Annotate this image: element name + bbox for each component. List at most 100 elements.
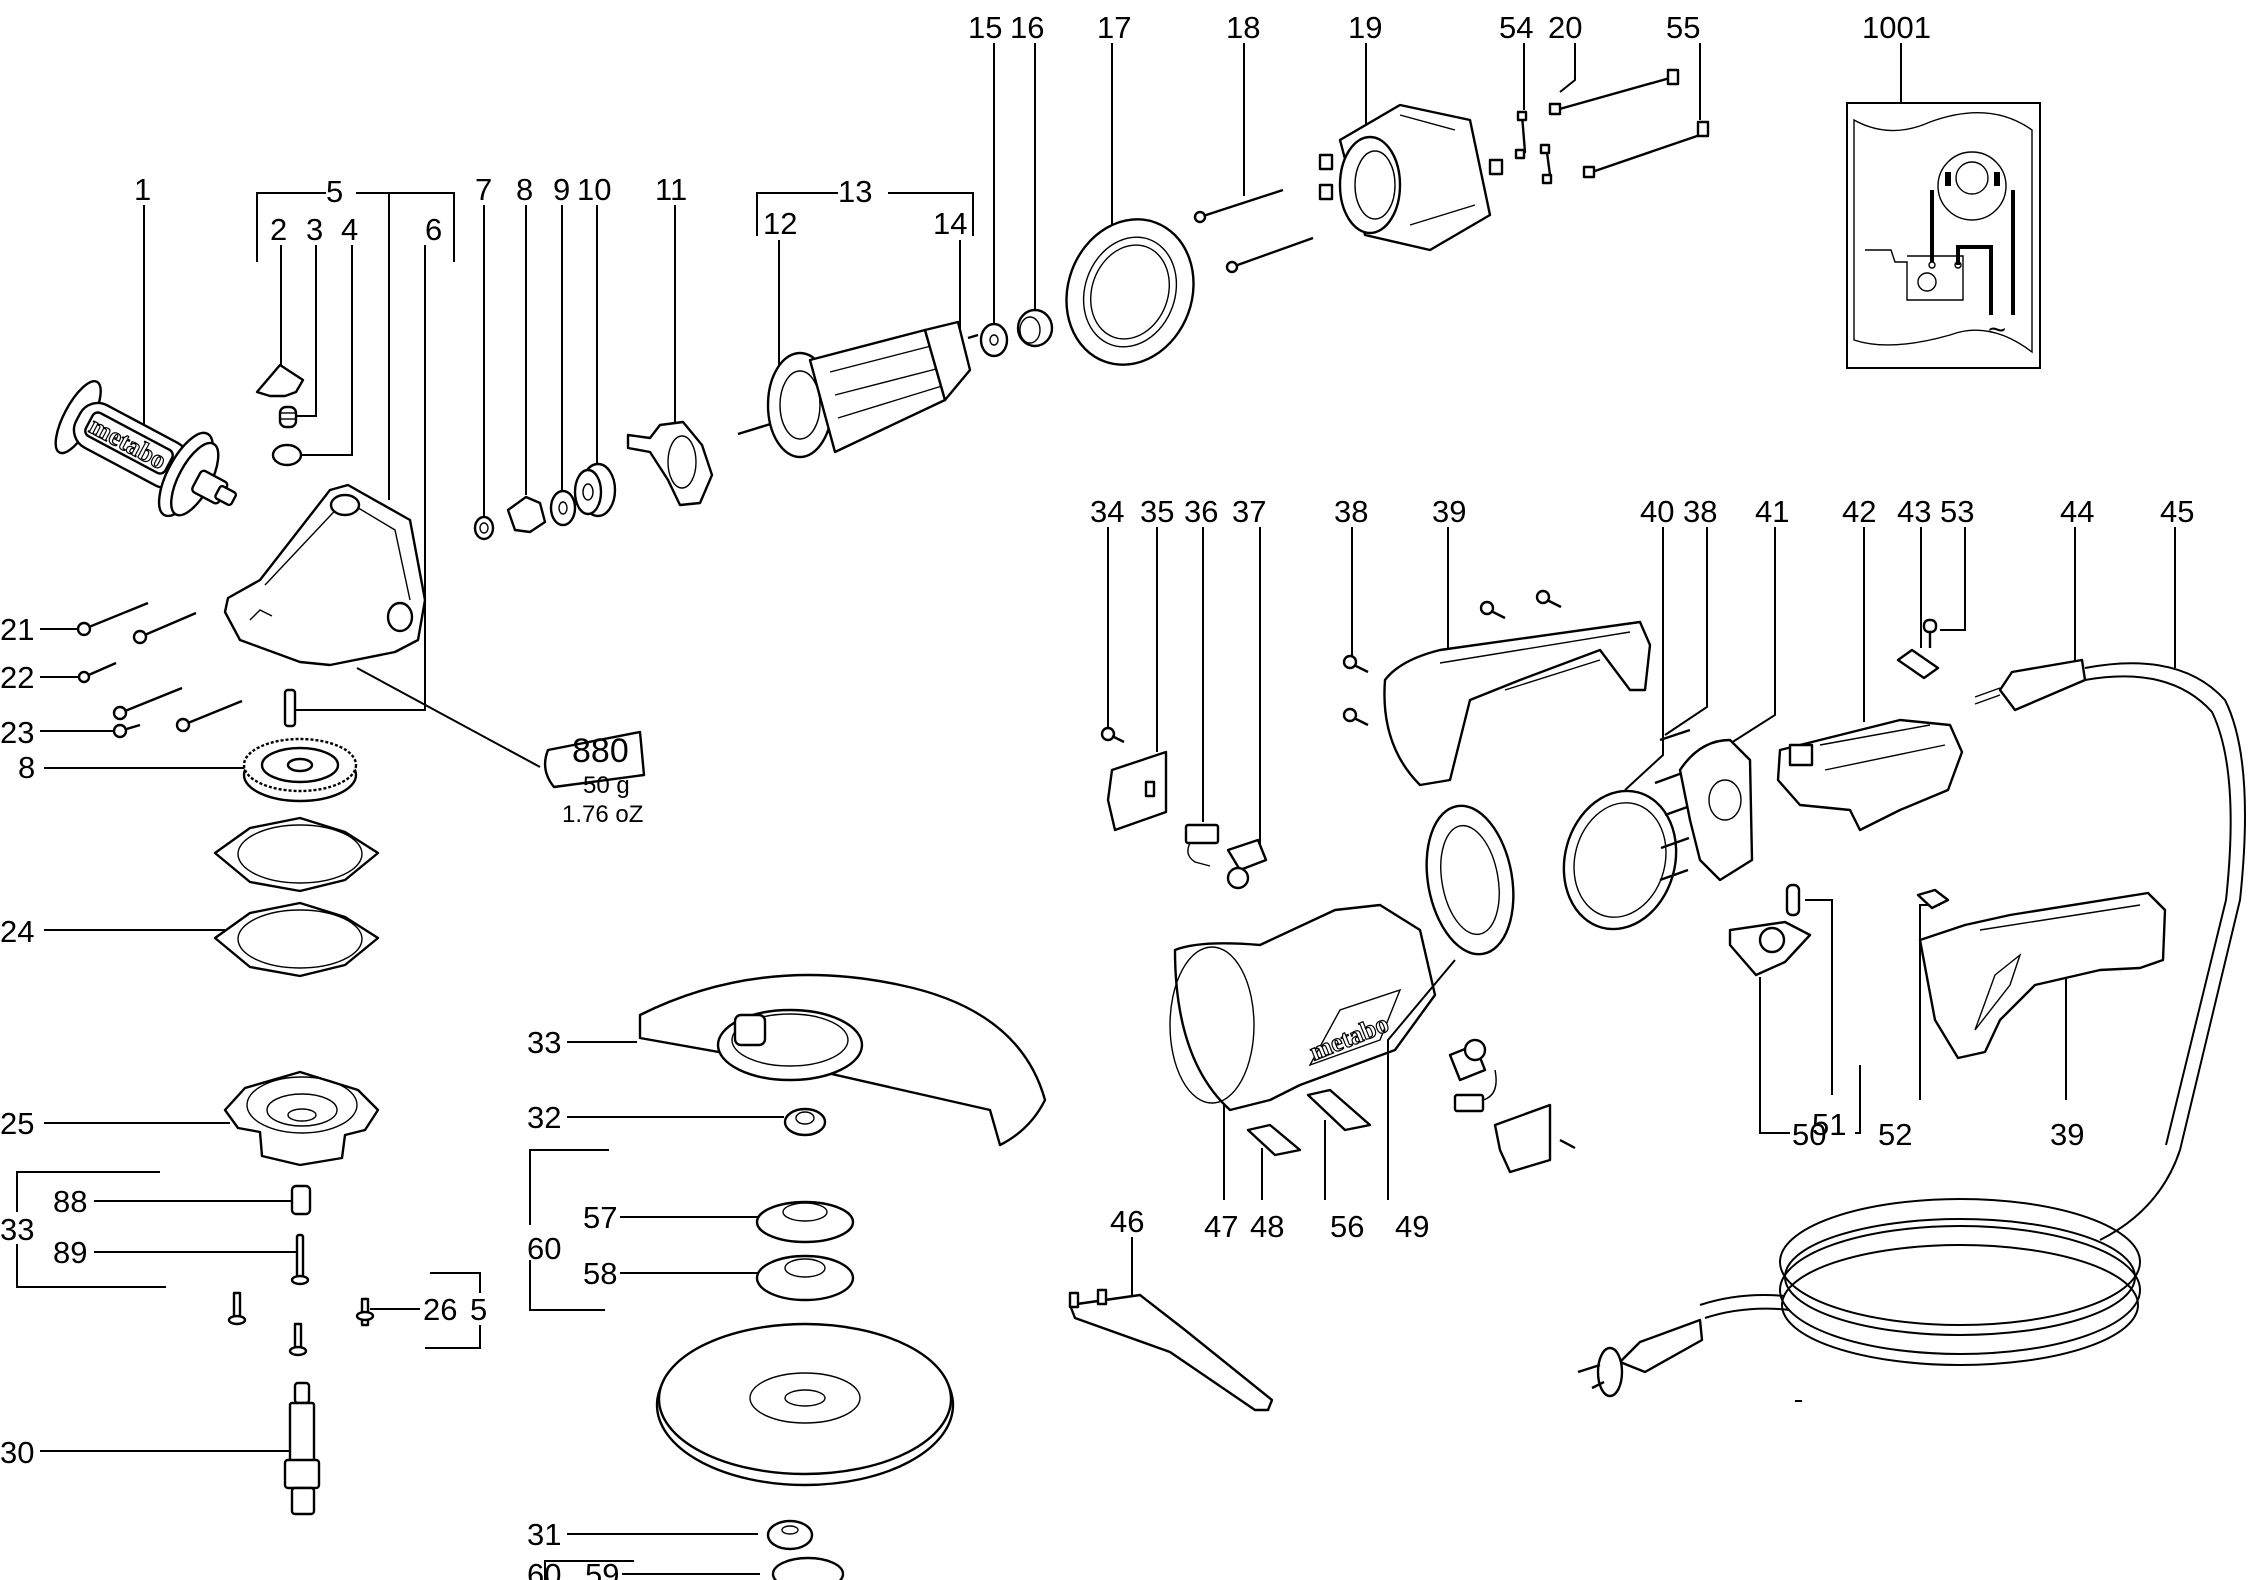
part-44-cable-sleeve[interactable] bbox=[1974, 527, 2087, 712]
part-label-25: 25 bbox=[0, 1106, 34, 1141]
part-22-screw[interactable] bbox=[40, 661, 117, 684]
part-33-wheel-guard[interactable] bbox=[567, 973, 1047, 1147]
part-10-bearing[interactable] bbox=[573, 205, 617, 518]
part-48-label-plate[interactable] bbox=[1246, 1123, 1302, 1200]
part-34-screw[interactable] bbox=[1100, 527, 1125, 744]
part-label-33-left: 33 bbox=[0, 1212, 34, 1247]
part-label-21: 21 bbox=[0, 612, 34, 647]
part-label-8: 8 bbox=[516, 172, 533, 207]
part-label-39-lower: 39 bbox=[2050, 1117, 2084, 1152]
part-label-6: 6 bbox=[425, 212, 442, 247]
part-55-connecting-wire[interactable] bbox=[1582, 43, 1710, 179]
part-label-31: 31 bbox=[527, 1517, 561, 1552]
part-label-38-lower: 38 bbox=[1683, 494, 1717, 529]
part-35-brush-cover[interactable] bbox=[1106, 527, 1168, 832]
part-label-42: 42 bbox=[1842, 494, 1876, 529]
part-label-17: 17 bbox=[1097, 10, 1131, 45]
part-15-bearing[interactable] bbox=[979, 43, 1009, 358]
part-label-36: 36 bbox=[1184, 494, 1218, 529]
part-23-screw[interactable] bbox=[40, 723, 141, 739]
part-label-41: 41 bbox=[1755, 494, 1789, 529]
part-label-2: 2 bbox=[270, 212, 287, 247]
part-label-38: 38 bbox=[1334, 494, 1368, 529]
part-46-pin-wrench[interactable] bbox=[1068, 1237, 1274, 1412]
part-20-connecting-wire[interactable] bbox=[1548, 43, 1680, 116]
part-label-15: 15 bbox=[968, 10, 1002, 45]
part-38-screws-upper[interactable] bbox=[1342, 527, 1562, 727]
part-9-washer[interactable] bbox=[549, 205, 577, 527]
grease-weight-imperial: 1.76 oZ bbox=[562, 801, 643, 828]
part-11-baffle[interactable] bbox=[626, 205, 714, 507]
part-label-54: 54 bbox=[1499, 10, 1533, 45]
part-label-50: 50 bbox=[1792, 1117, 1826, 1152]
part-label-5-lower: 5 bbox=[470, 1292, 487, 1327]
part-12-13-armature[interactable] bbox=[737, 240, 979, 459]
brush-assembly-lower[interactable] bbox=[1448, 1038, 1576, 1174]
part-32-bearing-flange[interactable] bbox=[567, 1107, 827, 1137]
part-8-ring-gear[interactable] bbox=[44, 737, 358, 803]
part-31-flange[interactable] bbox=[567, 1519, 814, 1551]
group-5-bracket bbox=[256, 192, 455, 500]
part-label-47: 47 bbox=[1204, 1209, 1238, 1244]
part-88-sleeve[interactable] bbox=[94, 1184, 312, 1216]
part-30-spindle[interactable] bbox=[40, 1381, 321, 1516]
part-label-1001: 1001 bbox=[1862, 10, 1931, 45]
part-40-gasket-ring[interactable] bbox=[1549, 527, 1691, 942]
part-37-brush-holder[interactable] bbox=[1226, 527, 1268, 890]
part-label-3: 3 bbox=[306, 212, 323, 247]
part-54-brush-leads[interactable] bbox=[1514, 43, 1553, 185]
wiring-diagram-inset[interactable]: ~ bbox=[1846, 43, 2041, 369]
part-16-bearing-sleeve[interactable] bbox=[1016, 43, 1054, 348]
group-60-bracket-upper bbox=[529, 1149, 609, 1311]
part-49-field-ring[interactable] bbox=[1387, 799, 1524, 1200]
part-21-screws[interactable] bbox=[40, 601, 243, 733]
part-label-4: 4 bbox=[341, 212, 358, 247]
grease-tube[interactable]: 880 bbox=[356, 667, 646, 789]
part-26-screws[interactable] bbox=[227, 1291, 420, 1357]
part-50-switch-slider[interactable] bbox=[1728, 920, 1861, 1134]
part-89-pin[interactable] bbox=[94, 1233, 310, 1286]
part-36-carbon-brush[interactable] bbox=[1184, 527, 1220, 867]
part-58-clamping-nut[interactable] bbox=[620, 1254, 855, 1302]
part-19-stator[interactable] bbox=[1318, 43, 1504, 252]
part-42-electronics-switch[interactable] bbox=[1776, 527, 1964, 832]
part-6-pin[interactable] bbox=[283, 245, 426, 728]
part-45-power-cord[interactable] bbox=[1699, 527, 2246, 1366]
part-57-support-flange[interactable] bbox=[620, 1200, 855, 1244]
part-7-nut[interactable] bbox=[473, 205, 495, 541]
part-51-spring[interactable] bbox=[1785, 883, 1833, 1095]
part-25-bearing-flange[interactable] bbox=[44, 1070, 380, 1167]
part-1-side-handle[interactable]: metabo bbox=[44, 205, 255, 540]
part-label-34: 34 bbox=[1090, 494, 1124, 529]
ac-symbol: ~ bbox=[1988, 312, 2006, 347]
grinding-disc[interactable] bbox=[655, 1322, 955, 1487]
part-39-handle-shell-upper[interactable] bbox=[1383, 527, 1652, 787]
part-43-clamp[interactable] bbox=[1896, 527, 1940, 680]
group-5-bracket-lower bbox=[425, 1272, 481, 1349]
part-5-gear-housing[interactable] bbox=[223, 483, 427, 667]
part-label-10: 10 bbox=[577, 172, 611, 207]
part-3-spring[interactable] bbox=[278, 245, 317, 429]
part-59-quick-nut[interactable] bbox=[622, 1556, 845, 1580]
part-47-motor-housing[interactable]: metabo bbox=[1169, 903, 1437, 1200]
part-41-switch-holder[interactable] bbox=[1678, 527, 1776, 882]
part-label-45: 45 bbox=[2160, 494, 2194, 529]
part-18-long-screws[interactable] bbox=[1193, 43, 1314, 274]
part-53-screw[interactable] bbox=[1922, 527, 1966, 648]
part-24-gasket[interactable] bbox=[44, 901, 380, 978]
part-4-bushing[interactable] bbox=[271, 245, 353, 467]
part-label-7: 7 bbox=[475, 172, 492, 207]
part-52-clip[interactable] bbox=[1916, 888, 1950, 1100]
part-2-lock-button[interactable] bbox=[255, 245, 305, 398]
part-label-60-upper: 60 bbox=[527, 1231, 561, 1266]
gasket-upper[interactable] bbox=[213, 816, 380, 893]
mains-plug[interactable] bbox=[1577, 1318, 1704, 1398]
part-56-label-plate[interactable] bbox=[1306, 1088, 1372, 1200]
part-8-pinion[interactable] bbox=[506, 205, 547, 534]
part-label-18: 18 bbox=[1226, 10, 1260, 45]
part-39-handle-shell-lower[interactable] bbox=[1918, 891, 2167, 1100]
part-17-air-guide-ring[interactable] bbox=[1046, 43, 1213, 383]
part-label-53: 53 bbox=[1940, 494, 1974, 529]
part-label-52: 52 bbox=[1878, 1117, 1912, 1152]
